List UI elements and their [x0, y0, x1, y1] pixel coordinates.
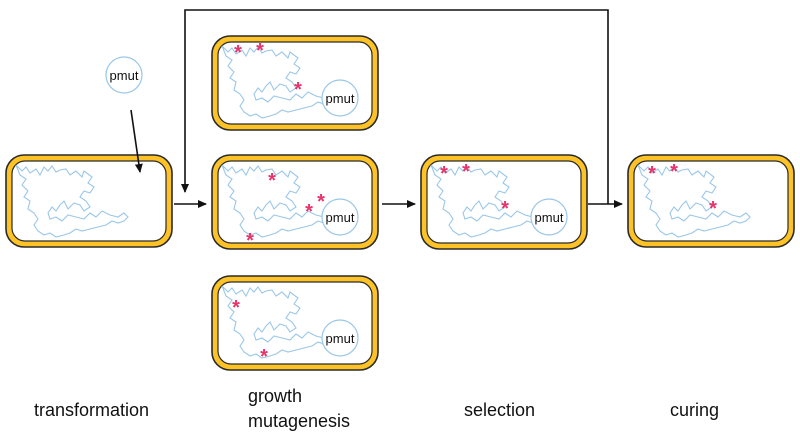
cell-growth-top: pmut * * *	[211, 35, 379, 131]
cell-interior	[11, 160, 167, 242]
label-curing: curing	[670, 400, 720, 420]
plasmid-label: pmut	[535, 210, 564, 225]
mutation-star: *	[648, 163, 656, 185]
mutation-star: *	[440, 163, 448, 185]
label-mutagenesis: mutagenesis	[248, 411, 351, 431]
plasmid-circle	[321, 319, 359, 357]
label-transformation: transformation	[34, 400, 150, 420]
plasmid-circle	[105, 56, 143, 94]
mutation-star: *	[317, 191, 325, 213]
plasmid-circle	[321, 198, 359, 236]
mutation-star: *	[256, 40, 264, 62]
mutation-star: *	[462, 161, 470, 183]
free-plasmid: pmut	[105, 56, 143, 94]
mutation-star: *	[234, 42, 242, 64]
cell-growth-middle: pmut****	[211, 154, 379, 252]
cell-growth-bottom: pmut * *	[211, 275, 379, 371]
plasmid-circle	[530, 198, 568, 236]
label-selection: selection	[464, 400, 536, 420]
plasmid-label: pmut	[326, 91, 355, 106]
plasmid-label: pmut	[326, 331, 355, 346]
mutation-star: *	[501, 198, 509, 220]
arrow-loop-back	[181, 9, 609, 204]
label-growth: growth	[248, 386, 303, 406]
cell-interior	[633, 160, 789, 242]
plasmid-circle	[321, 79, 359, 117]
plasmid-label: pmut	[326, 210, 355, 225]
mutation-star: *	[709, 198, 717, 220]
arrows	[130, 9, 623, 208]
mutation-star: *	[232, 297, 240, 319]
mutation-star: *	[260, 346, 268, 368]
cell-selection: pmut * * *	[420, 154, 588, 250]
mutation-star: *	[268, 170, 276, 192]
mutation-star: *	[670, 161, 678, 183]
mutation-star: *	[305, 201, 313, 223]
cell-transformation	[5, 154, 173, 248]
arrow-plasmid-into-cell	[130, 109, 143, 173]
mutation-star: *	[246, 230, 254, 252]
mutation-star: *	[294, 79, 302, 101]
plasmid-label: pmut	[110, 68, 139, 83]
cell-curing: * * *	[627, 154, 795, 248]
